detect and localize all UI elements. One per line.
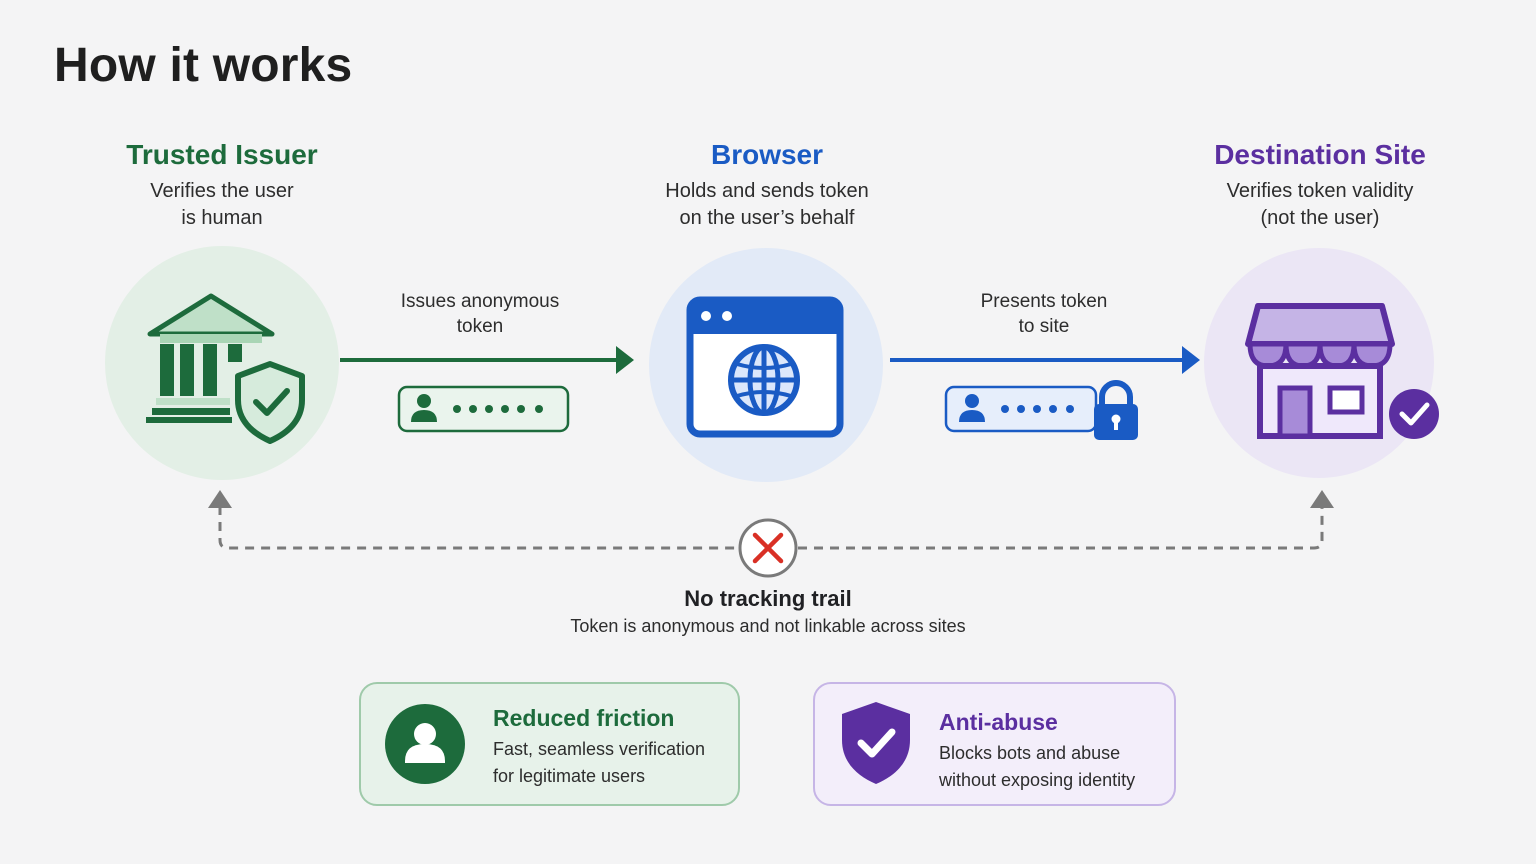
locked-token-icon	[944, 380, 1138, 440]
benefit-line1: Fast, seamless verification	[493, 739, 706, 759]
browser-title: Browser	[710, 139, 824, 170]
benefit-description: Blocks bots and abuse without exposing i…	[939, 740, 1169, 794]
bank-shield-icon	[146, 293, 305, 444]
issuer-subtitle-line1: Verifies the user	[150, 180, 294, 202]
shield-check-icon	[842, 702, 910, 784]
token-card-icon	[397, 385, 570, 433]
benefit-text: Anti-abuse Blocks bots and abuse without…	[939, 708, 1169, 794]
issue-edge-label: Issues anonymous token	[350, 289, 610, 339]
benefit-card-anti-abuse: Anti-abuse Blocks bots and abuse without…	[813, 682, 1176, 806]
browser-subtitle-line1: Holds and sends token	[665, 180, 869, 202]
issuer-subtitle-line2: is human	[181, 207, 263, 229]
issue-edge-label-line1: Issues anonymous	[400, 291, 560, 312]
issuer-subtitle: Verifies the user is human	[42, 178, 402, 232]
benefit-line2: without exposing identity	[939, 770, 1136, 790]
destination-heading: Destination Site Verifies token validity…	[1140, 138, 1500, 232]
issue-edge-label-line2: token	[456, 316, 504, 337]
present-edge-label: Presents token to site	[914, 289, 1174, 339]
browser-heading: Browser Holds and sends token on the use…	[587, 138, 947, 232]
benefit-line2: for legitimate users	[493, 766, 646, 786]
destination-subtitle: Verifies token validity (not the user)	[1140, 178, 1500, 232]
browser-globe-icon	[686, 296, 844, 438]
destination-subtitle-line1: Verifies token validity	[1226, 180, 1414, 202]
destination-title: Destination Site	[1214, 139, 1426, 170]
benefit-line1: Blocks bots and abuse	[939, 743, 1121, 763]
user-circle-icon	[385, 704, 465, 784]
benefit-title: Reduced friction	[493, 705, 675, 731]
browser-subtitle-line2: on the user’s behalf	[679, 207, 855, 229]
storefront-check-icon	[1245, 303, 1439, 439]
tracking-trail-line	[208, 490, 1334, 550]
issuer-node-circle	[105, 246, 339, 480]
destination-subtitle-line2: (not the user)	[1260, 207, 1380, 229]
page-title: How it works	[54, 39, 353, 92]
benefit-card-reduced-friction: Reduced friction Fast, seamless verifica…	[359, 682, 740, 806]
issuer-heading: Trusted Issuer Verifies the user is huma…	[42, 138, 402, 232]
present-arrow	[890, 346, 1200, 374]
trail-subtitle: Token is anonymous and not linkable acro…	[570, 616, 966, 636]
red-x-icon	[738, 518, 798, 578]
present-edge-label-line2: to site	[1018, 316, 1070, 337]
benefit-title: Anti-abuse	[939, 709, 1058, 735]
benefit-description: Fast, seamless verification for legitima…	[493, 736, 733, 790]
benefit-text: Reduced friction Fast, seamless verifica…	[493, 704, 733, 790]
trail-title: No tracking trail	[684, 586, 852, 611]
present-edge-label-line1: Presents token	[980, 291, 1108, 312]
issue-arrow	[340, 346, 634, 374]
issuer-title: Trusted Issuer	[126, 139, 318, 170]
browser-subtitle: Holds and sends token on the user’s beha…	[587, 178, 947, 232]
